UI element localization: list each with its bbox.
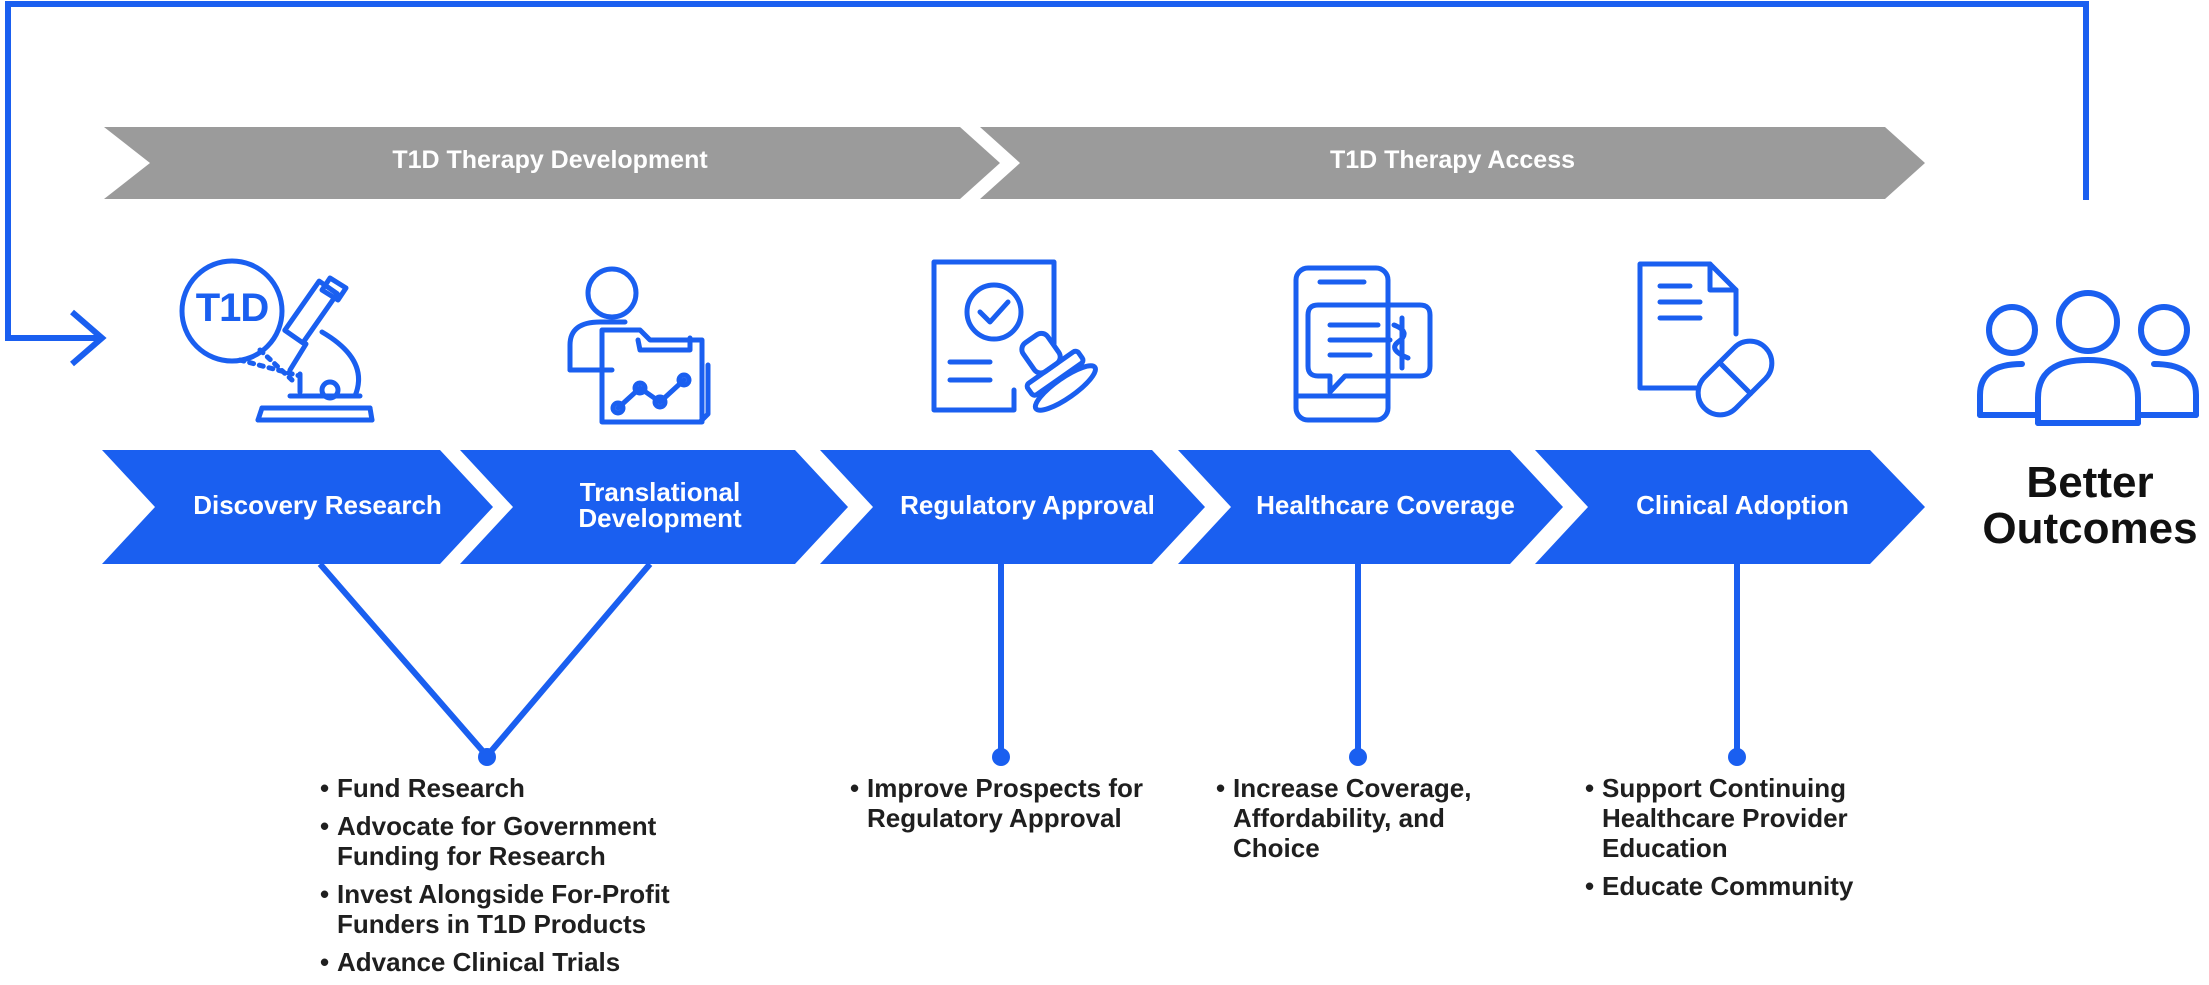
stage-label-regulatory: Regulatory Approval	[900, 490, 1155, 520]
outcome-line-2: Outcomes	[1982, 504, 2198, 553]
list-item: Invest Alongside For-Profit Funders in T…	[320, 879, 690, 939]
stage-label-discovery: Discovery Research	[193, 490, 442, 520]
feedback-loop-arrowhead	[70, 309, 107, 367]
outcome-line-1: Better	[2026, 458, 2154, 507]
stage-chevron-adoption	[1535, 450, 1925, 564]
phase-label-access: T1D Therapy Access	[1329, 145, 1576, 174]
connector-dots	[478, 748, 1746, 766]
stage-chevron-translational	[460, 450, 848, 564]
feedback-loop-line	[5, 1, 2089, 341]
list-item: Educate Community	[1585, 871, 1895, 901]
bullet-list-adoption: Support Continuing Healthcare Provider E…	[1585, 773, 1895, 909]
list-item: Increase Coverage, Affordability, and Ch…	[1216, 773, 1516, 863]
list-item: Improve Prospects for Regulatory Approva…	[850, 773, 1180, 833]
list-item: Support Continuing Healthcare Provider E…	[1585, 773, 1895, 863]
prescription-pill-icon	[1637, 261, 1775, 418]
bullet-list-coverage: Increase Coverage, Affordability, and Ch…	[1216, 773, 1516, 871]
phase-chevron-access	[980, 127, 1925, 199]
stage-label-adoption: Clinical Adoption	[1636, 490, 1849, 520]
people-group-icon	[1977, 290, 2199, 426]
microscope-icon	[179, 258, 375, 423]
stage-chevron-regulatory	[820, 450, 1205, 564]
stage-label-translational: Translational Development	[578, 477, 742, 533]
outcome-label: Better Outcomes	[1970, 460, 2209, 552]
connector-lines	[317, 562, 1740, 761]
bullet-list-development: Fund Research Advocate for Government Fu…	[320, 773, 690, 985]
phase-label-development: T1D Therapy Development	[392, 145, 708, 174]
bullet-list-regulatory: Improve Prospects for Regulatory Approva…	[850, 773, 1180, 841]
stage-label-coverage: Healthcare Coverage	[1256, 490, 1515, 520]
researcher-folder-icon	[567, 266, 711, 425]
stage-chevron-coverage	[1178, 450, 1563, 564]
phase-chevron-development	[104, 127, 1000, 199]
t1d-badge-text: T1D	[195, 286, 270, 330]
approval-stamp-icon	[931, 259, 1098, 413]
mobile-chat-icon	[1293, 265, 1433, 423]
list-item: Advance Clinical Trials	[320, 947, 690, 977]
list-item: Fund Research	[320, 773, 690, 803]
stage-chevron-discovery	[102, 450, 493, 564]
list-item: Advocate for Government Funding for Rese…	[320, 811, 690, 871]
